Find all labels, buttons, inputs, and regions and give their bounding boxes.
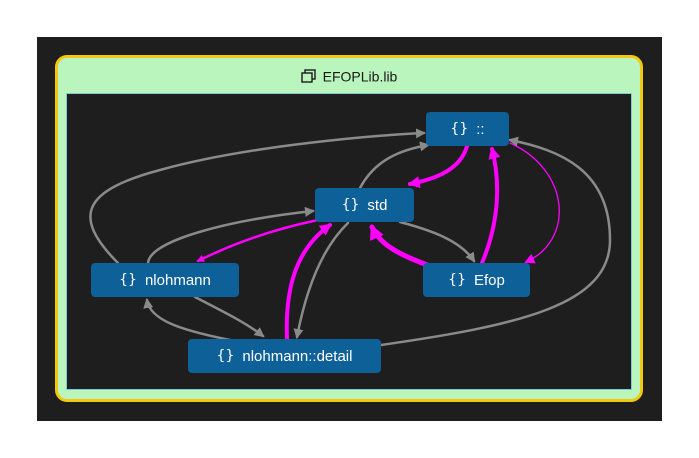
- node-nlohmann[interactable]: {} nlohmann: [91, 263, 239, 297]
- edge-nlohmann-root[interactable]: [89, 128, 426, 265]
- node-label: std: [367, 196, 388, 214]
- edge-nlohmann-std[interactable]: [146, 206, 315, 265]
- edge-detail-nlohmann[interactable]: [143, 298, 232, 342]
- namespace-braces-icon: {}: [450, 121, 469, 137]
- namespace-braces-icon: {}: [216, 348, 235, 364]
- edge-std-efop[interactable]: [398, 220, 476, 263]
- edge-root-std[interactable]: [407, 144, 469, 188]
- node-std[interactable]: {} std: [315, 188, 414, 222]
- group-title-text: EFOPLib.lib: [322, 68, 398, 85]
- edge-std-detail[interactable]: [293, 221, 350, 339]
- library-icon: [300, 69, 316, 83]
- node-label: nlohmann: [144, 271, 211, 289]
- node-label: Efop: [473, 271, 505, 289]
- edge-efop-std[interactable]: [369, 224, 433, 269]
- node-label: nlohmann::detail: [242, 347, 353, 365]
- node-root[interactable]: {}::: [426, 112, 509, 146]
- edge-root-efop[interactable]: [509, 142, 560, 264]
- node-nlohmann-detail[interactable]: {} nlohmann::detail: [188, 339, 381, 373]
- namespace-braces-icon: {}: [119, 272, 137, 288]
- edge-detail-std[interactable]: [284, 223, 332, 341]
- edge-detail-root[interactable]: [379, 136, 612, 347]
- edge-std-nlohmann[interactable]: [196, 218, 320, 263]
- node-efop[interactable]: {} Efop: [423, 263, 530, 297]
- edge-std-root[interactable]: [358, 141, 430, 190]
- namespace-braces-icon: {}: [341, 197, 360, 213]
- node-label: ::: [476, 120, 485, 138]
- group-title: EFOPLib.lib: [58, 67, 640, 84]
- edge-efop-root[interactable]: [480, 146, 501, 265]
- namespace-braces-icon: {}: [448, 272, 466, 288]
- edge-nlohmann-detail[interactable]: [193, 295, 265, 338]
